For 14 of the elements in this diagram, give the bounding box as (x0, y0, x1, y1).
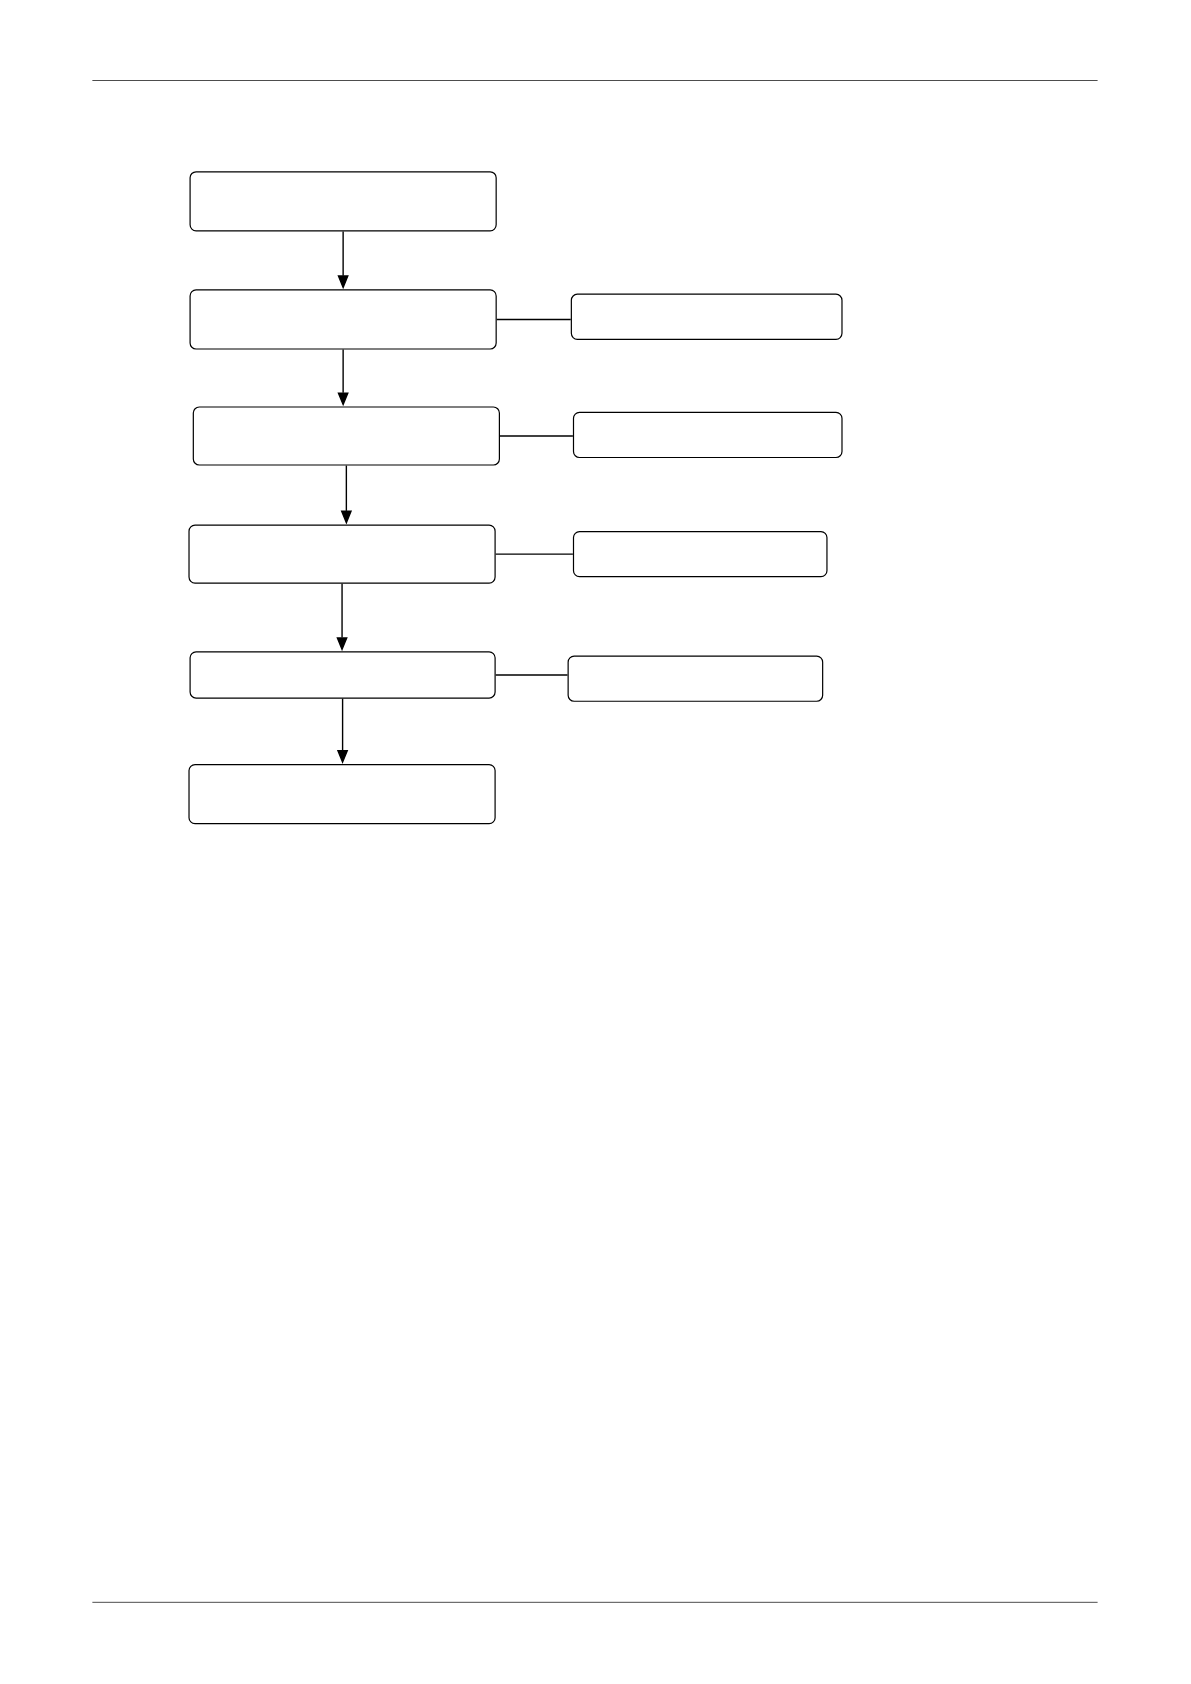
process-box (567, 655, 824, 702)
process-box (189, 651, 496, 699)
process-box (188, 524, 496, 584)
process-box (570, 293, 843, 340)
connector-line (495, 674, 569, 676)
process-box (192, 406, 500, 466)
process-box (572, 530, 828, 578)
process-box (189, 171, 497, 232)
process-box (188, 764, 496, 825)
connector-line (495, 553, 574, 555)
connector-line (496, 318, 572, 321)
process-box (572, 411, 843, 459)
process-box (189, 289, 497, 350)
connector-line (499, 435, 574, 437)
